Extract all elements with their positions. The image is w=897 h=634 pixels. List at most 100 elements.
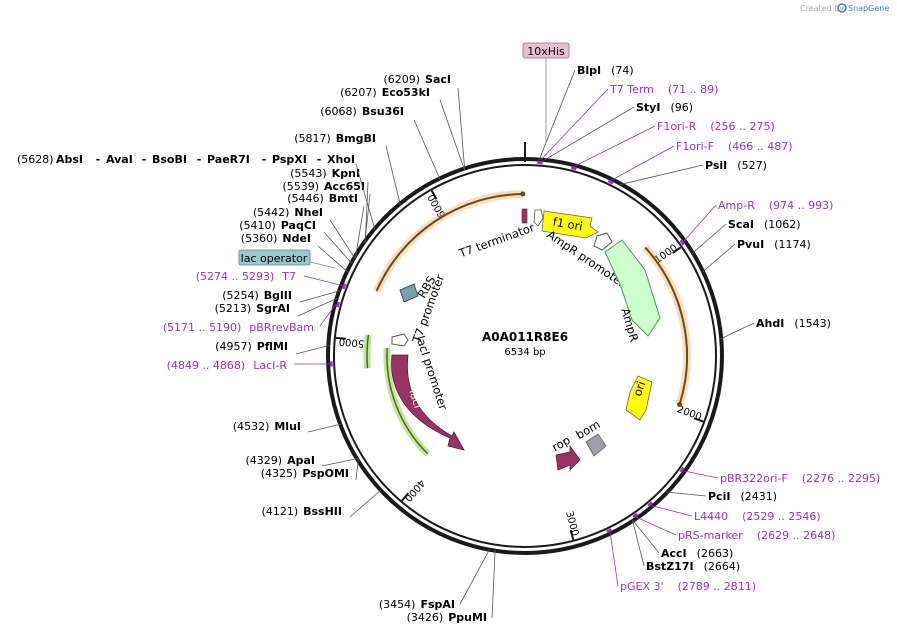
plasmid-name: A0A011R8E6 xyxy=(482,330,568,344)
site-bglii-pos: (5254) xyxy=(222,289,259,302)
site-pvui-leader xyxy=(701,243,736,273)
site-styi-name: StyI xyxy=(636,101,660,114)
tick-label-3000: 3000 xyxy=(563,510,580,537)
primer-pbrrevbam-leader xyxy=(319,303,337,327)
backbone-inner-ring xyxy=(333,164,717,548)
t7-terminator-arrow xyxy=(533,209,544,227)
site-bglii-leader xyxy=(299,290,341,303)
primer-t7-marker xyxy=(341,283,347,290)
site-blpi-leader xyxy=(538,69,576,161)
primer-f1ori-f-leader xyxy=(611,145,675,181)
site-psii-pos: (527) xyxy=(737,159,767,172)
site-pflmi-pos: (4957) xyxy=(215,340,252,353)
primer-prs-marker-leader xyxy=(636,516,677,536)
primer-t7-name: T7 xyxy=(281,270,296,283)
site-absi-name: AbsI xyxy=(56,153,83,166)
site-sgrai-name: SgrAI xyxy=(256,302,290,315)
site-pflmi-leader xyxy=(295,345,330,355)
site-fspai-pos: (3454) xyxy=(379,598,416,611)
site-paqci-pos: (5410) xyxy=(239,219,276,232)
site-ndei-pos: (5360) xyxy=(241,232,278,245)
laci-promoter-arrow xyxy=(391,333,409,347)
site-scai-leader xyxy=(691,223,727,254)
primer-amp-r-range: (974 .. 993) xyxy=(769,199,834,212)
f1-ori-arrow xyxy=(541,210,599,239)
primer-f1ori-r-range: (256 .. 275) xyxy=(710,120,775,133)
primer-amp-r-marker xyxy=(679,239,685,246)
site-paer7i-name: PaeR7I xyxy=(207,153,250,166)
site-acc65i-name: Acc65I xyxy=(324,180,365,193)
primer-prs-marker-name: pRS-marker xyxy=(678,529,743,542)
primer-laci-r-name: LacI-R xyxy=(253,359,287,372)
primer-l4440-leader xyxy=(651,505,693,517)
site-bsshii-leader xyxy=(349,489,382,518)
primer-f1ori-f-name: F1ori-F xyxy=(676,140,714,153)
primer-pbr322ori-f-range: (2276 .. 2295) xyxy=(802,472,881,485)
site-separator-1: - xyxy=(96,153,101,166)
site-bmgbi-name: BmgBI xyxy=(336,132,376,145)
site-pspxi-name: PspXI xyxy=(272,153,307,166)
site-ahdi-name: AhdI xyxy=(756,317,784,330)
site-saci-name: SacI xyxy=(425,73,451,86)
site-mlui-name: MluI xyxy=(274,420,301,433)
primer-amp-r-name: Amp-R xyxy=(718,199,755,212)
site-bmgbi-leader xyxy=(385,145,401,205)
orange-arc-amp-region xyxy=(644,246,688,405)
site-xhoi-group-pos: (5628) xyxy=(17,153,54,166)
brand-text: SnapGene xyxy=(848,4,889,13)
site-xhoi-group-leader xyxy=(355,163,376,230)
rop-arrow xyxy=(555,444,581,471)
site-bstz17i-leader xyxy=(632,519,645,567)
primer-t7-leader xyxy=(303,275,343,286)
primer-l4440-marker xyxy=(647,501,654,507)
primer-pgex-3-range: (2789 .. 2811) xyxy=(678,580,757,593)
site-bsobi-name: BsoBI xyxy=(152,153,187,166)
site-nhei-pos: (5442) xyxy=(253,206,290,219)
tick-3000 xyxy=(569,529,575,541)
site-mlui-leader xyxy=(307,423,342,433)
t7-terminator-marker xyxy=(521,208,528,224)
site-kpni-name: KpnI xyxy=(332,167,360,180)
site-eco53ki-pos: (6207) xyxy=(340,86,377,99)
primer-pbr322ori-f-name: pBR322ori-F xyxy=(720,472,788,485)
rop-label: rop xyxy=(549,433,572,455)
primer-f1ori-f-range: (466 .. 487) xyxy=(728,140,793,153)
site-bsshii-pos: (4121) xyxy=(262,505,299,518)
lac-operator-label: lac operator xyxy=(241,252,308,265)
primer-pbrrevbam-range: (5171 .. 5190) xyxy=(163,321,242,334)
site-ppumi-pos: (3426) xyxy=(407,611,444,624)
laci-arrow xyxy=(391,354,465,451)
site-pspomi-leader xyxy=(355,458,359,481)
site-bmgbi-pos: (5817) xyxy=(294,132,331,145)
site-bglii-name: BglII xyxy=(264,289,292,302)
site-pvui-name: PvuI xyxy=(737,238,764,251)
primer-pgex-3-name: pGEX 3' xyxy=(620,580,664,593)
t7-terminator-label: T7 terminator xyxy=(456,220,536,261)
site-apai-leader xyxy=(321,458,358,467)
site-fspai-leader xyxy=(459,548,491,605)
site-paqci-leader xyxy=(323,231,353,265)
primer-pgex-3-leader xyxy=(609,532,619,587)
site-blpi-pos: (74) xyxy=(611,64,634,77)
site-bstz17i-name: BstZ17I xyxy=(646,560,694,573)
primer-t7-range: (5274 .. 5293) xyxy=(196,270,275,283)
site-ahdi-pos: (1543) xyxy=(794,317,831,330)
orange-arc-lac-region-end xyxy=(520,191,526,197)
site-bsu36i-leader xyxy=(413,119,441,180)
site-separator-5: - xyxy=(317,153,322,166)
site-bstz17i-pos: (2664) xyxy=(704,560,741,573)
site-ahdi-leader xyxy=(720,322,755,340)
site-bmti-pos: (5446) xyxy=(287,192,324,205)
site-acci-name: AccI xyxy=(661,547,687,560)
site-apai-name: ApaI xyxy=(287,454,315,467)
site-fspai-name: FspAI xyxy=(420,598,455,611)
site-nhei-leader xyxy=(329,219,356,259)
green-arc-outer xyxy=(386,348,429,455)
site-acc65i-leader xyxy=(364,193,371,244)
site-sgrai-pos: (5213) xyxy=(215,302,252,315)
primer-amp-r-leader xyxy=(683,204,717,242)
primer-pbrrevbam-marker xyxy=(335,301,341,308)
primer-pgex-3-marker xyxy=(606,528,613,534)
primer-f1ori-r-name: F1ori-R xyxy=(657,120,697,133)
site-xhoi-name: XhoI xyxy=(327,153,355,166)
